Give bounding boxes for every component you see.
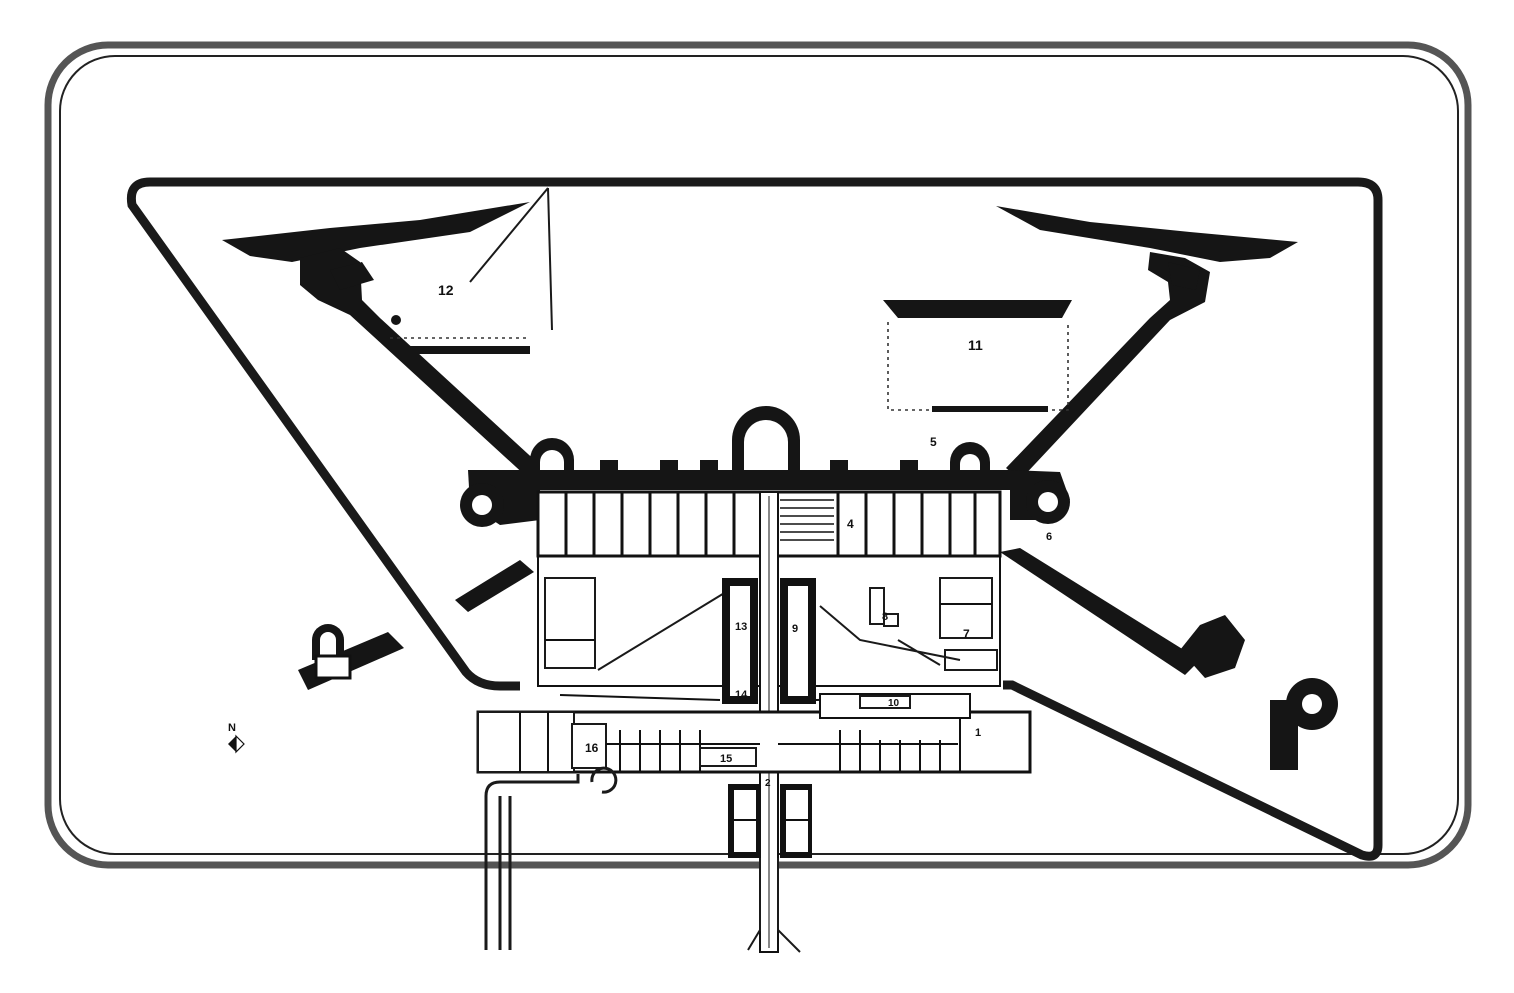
stair-hatching [780, 499, 834, 541]
label-16: 16 [585, 741, 599, 755]
north-arrow: N [228, 722, 245, 754]
covered-way-path [126, 177, 1383, 861]
label-13: 13 [735, 621, 747, 633]
plan-labels: 12 11 5 4 6 13 9 8 7 14 10 16 15 1 2 [438, 282, 1052, 789]
label-14: 14 [735, 689, 748, 701]
lower-barracks-wing [476, 693, 1032, 953]
label-5: 5 [930, 435, 937, 449]
right-upper-bastion [996, 206, 1298, 524]
north-label: N [228, 722, 236, 734]
left-redoubt [298, 624, 404, 690]
label-10: 10 [888, 698, 900, 709]
label-15: 15 [720, 753, 732, 765]
label-1: 1 [975, 727, 981, 739]
label-7: 7 [963, 627, 970, 641]
central-barracks-block [520, 406, 1010, 953]
left-upper-bastion [222, 187, 553, 527]
label-9: 9 [792, 623, 798, 635]
label-12: 12 [438, 282, 454, 298]
label-4: 4 [847, 517, 854, 531]
label-2: 2 [765, 778, 771, 789]
flank-walls [455, 548, 1338, 770]
label-11: 11 [968, 337, 983, 353]
label-8: 8 [882, 611, 888, 623]
label-6: 6 [1046, 531, 1052, 543]
structure-11 [883, 300, 1072, 412]
north-arrow-icon [228, 736, 236, 752]
